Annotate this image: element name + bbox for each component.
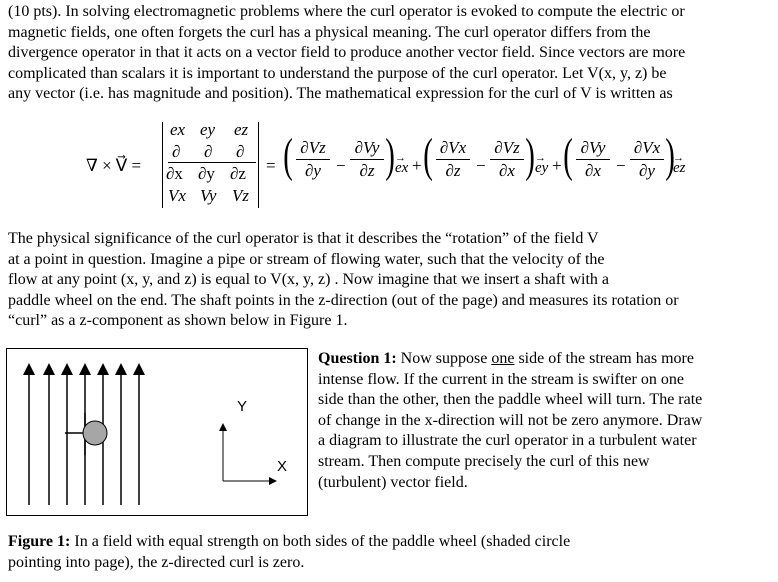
intro-line: any vector (i.e. has magnitude and posit… [8,85,673,103]
fraction-bar [576,159,610,160]
caption-line: Figure 1: In a field with equal strength… [8,532,772,553]
vector-arrow-icon: → [673,152,684,164]
intro-line: (10 pts). In solving electromagnetic pro… [8,3,685,20]
fraction-bar [350,159,384,160]
det-dz: ∂z [230,164,246,183]
significance-line: flow at any point (x, y, and z) is equal… [8,271,610,289]
fraction: ∂Vz ∂y [296,138,330,181]
close-paren: ) [525,129,535,182]
vector-arrow-icon: → [395,152,406,164]
open-paren: ( [563,129,573,182]
equals-sign: = [266,156,276,175]
significance-paragraph: The physical significance of the curl op… [8,229,772,332]
close-paren: ) [665,129,675,182]
unit-vector-ez: ez [673,160,686,176]
fraction-denominator: ∂y [305,161,321,180]
det-partial: ∂ [172,142,181,161]
fraction-bar [296,159,330,160]
minus-sign: − [616,156,626,175]
fraction-numerator: ∂Vz [300,138,326,157]
question-line: side than the other, then the paddle whe… [318,391,703,409]
close-paren: ) [385,129,395,182]
fraction-numerator: ∂Vz [494,138,520,157]
plus-sign: + [552,156,562,175]
question-line: a diagram to illustrate the curl operato… [318,432,697,450]
caption-text: In a field with equal strength on both s… [70,533,571,550]
det-vy: Vy [200,186,217,205]
question-text: side of the stream has more [514,350,694,367]
fraction-denominator: ∂x [499,161,515,180]
fraction-bar [436,159,470,160]
det-partial: ∂ [204,142,213,161]
significance-line: at a point in question. Imagine a pipe o… [8,250,605,268]
curl-equation: ∇ × V⃗ = ex ey ez ∂ ∂ ∂ ∂x ∂y ∂z Vx Vy V… [86,118,686,214]
significance-line: “curl” as a z-component as shown below i… [8,312,348,330]
caption-label: Figure 1: [8,533,71,550]
open-paren: ( [283,129,293,182]
det-ex: ex [170,120,186,139]
open-paren: ( [423,129,433,182]
intro-paragraph: (10 pts). In solving electromagnetic pro… [8,2,772,105]
det-ez: ez [234,120,249,139]
det-vz: Vz [232,186,249,205]
figure-1-box: Y X [6,348,308,516]
determinant-left-bar [162,122,163,208]
det-dx: ∂x [166,164,183,183]
equation-lhs: ∇ × V⃗ = [86,156,142,175]
question-1: Question 1: Now suppose one side of the … [318,349,770,493]
intro-line: complicated than scalars it is important… [8,64,667,82]
question-text: Now suppose [396,350,492,367]
unit-vector-ex: ex [395,160,409,176]
minus-sign: − [476,156,486,175]
underlined-word: one [491,350,515,367]
significance-line: paddle wheel on the end. The shaft point… [8,291,679,309]
fraction-numerator: ∂Vx [439,138,467,157]
det-dy: ∂y [198,164,215,183]
intro-line: divergence operator in that it acts on a… [8,44,686,62]
intro-line: magnetic fields, one often forgets the c… [8,23,651,41]
significance-line: The physical significance of the curl op… [8,230,599,247]
fraction-denominator: ∂x [585,161,601,180]
fraction-numerator: ∂Vy [354,138,380,157]
determinant-right-bar [258,122,259,208]
minus-sign: − [336,156,346,175]
fraction: ∂Vx ∂z [436,138,470,181]
fraction: ∂Vy ∂z [350,138,384,181]
fraction: ∂Vx ∂y [630,138,664,181]
question-line: (turbulent) vector field. [318,473,468,491]
fraction-denominator: ∂z [445,161,461,180]
fraction-numerator: ∂Vx [633,138,661,157]
fraction-numerator: ∂Vy [580,138,606,157]
vector-arrow-icon: → [535,152,546,164]
paddle-wheel-diagram: Y X [23,363,287,505]
det-fraction-bar [168,162,256,163]
fraction: ∂Vz ∂x [490,138,524,181]
det-vx: Vx [168,186,186,205]
y-axis-label: Y [237,398,247,415]
question-line: intense flow. If the current in the stre… [318,370,684,388]
fraction: ∂Vy ∂x [576,138,610,181]
fraction-denominator: ∂z [359,161,375,180]
fraction-bar [490,159,524,160]
det-ey: ey [200,120,216,139]
det-partial: ∂ [236,142,245,161]
caption-line: pointing into page), the z-directed curl… [8,553,305,571]
fraction-bar [630,159,664,160]
figure-caption: Figure 1: In a field with equal strength… [8,532,772,573]
question-line: Question 1: Now suppose one side of the … [318,349,770,370]
plus-sign: + [412,156,422,175]
question-label: Question 1: [318,350,397,367]
unit-vector-ey: ey [535,160,549,176]
fraction-denominator: ∂y [639,161,655,180]
paddle-wheel-hub [82,420,108,446]
question-line: stream. Then compute precisely the curl … [318,452,650,470]
question-line: of change in the x-direction will not be… [318,411,703,429]
x-axis-label: X [277,458,287,475]
